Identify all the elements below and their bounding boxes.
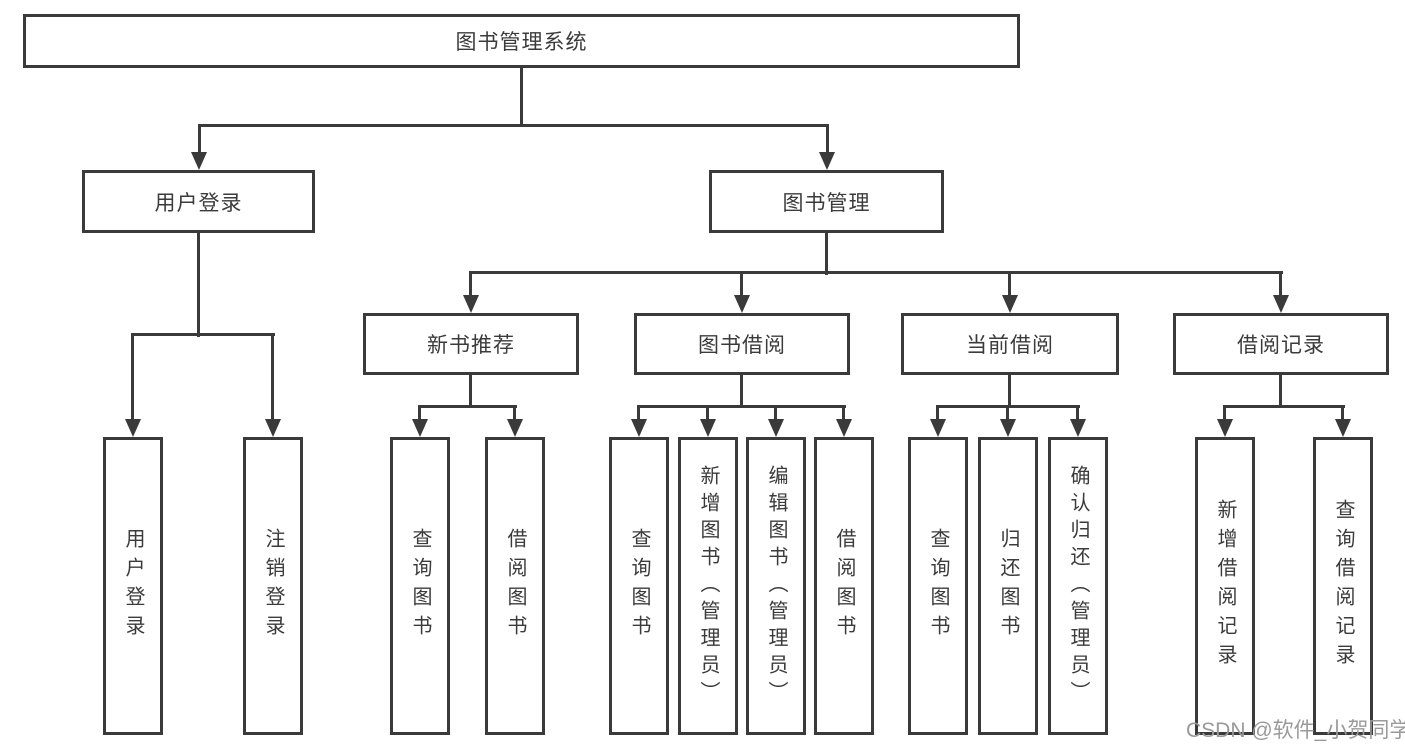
arrowhead-down-icon [631, 419, 647, 437]
arrowhead-down-icon [1070, 419, 1086, 437]
leaf-borrow-book-2: 借阅图书 [814, 437, 874, 735]
leaf-label: 查询借阅记录 [1332, 499, 1354, 673]
arrowhead-down-icon [507, 419, 523, 437]
node-label: 图书管理系统 [455, 31, 588, 54]
node-label: 用户登录 [154, 191, 243, 215]
node-book-management: 图书管理 [709, 170, 944, 233]
connector-line [1006, 405, 1009, 421]
arrowhead-down-icon [1002, 295, 1018, 313]
connector-line [842, 405, 845, 421]
connector-line [418, 405, 517, 408]
leaf-label: 新增图书（管理员） [697, 464, 719, 708]
connector-line [936, 405, 939, 421]
node-label: 图书管理 [782, 191, 871, 215]
leaf-label: 确认归还（管理员） [1067, 464, 1089, 708]
connector-line [1076, 405, 1079, 421]
connector-line [1223, 405, 1345, 408]
connector-line [520, 68, 523, 126]
arrowhead-down-icon [191, 152, 207, 170]
node-label: 借阅记录 [1237, 334, 1325, 357]
arrowhead-down-icon [930, 419, 946, 437]
node-current-borrowing: 当前借阅 [901, 313, 1119, 375]
leaf-label: 归还图书 [997, 528, 1019, 644]
csdn-watermark: CSDN @软件_小贺同学 [1186, 719, 1405, 742]
leaf-confirm-return-admin: 确认归还（管理员） [1048, 437, 1108, 735]
connector-line [1279, 271, 1282, 299]
leaf-label: 查询图书 [409, 528, 431, 644]
arrowhead-down-icon [265, 419, 281, 437]
leaf-user-login: 用户登录 [103, 437, 163, 735]
leaf-label: 查询图书 [927, 528, 949, 644]
connector-line [131, 333, 134, 421]
leaf-query-book-1: 查询图书 [390, 437, 450, 735]
leaf-label: 注销登录 [262, 528, 284, 644]
arrowhead-down-icon [1217, 419, 1233, 437]
connector-line [197, 233, 200, 337]
leaf-query-book-3: 查询图书 [908, 437, 968, 735]
connector-line [637, 405, 640, 421]
connector-line [740, 375, 743, 407]
connector-line [1341, 405, 1344, 421]
connector-line [198, 124, 201, 154]
leaf-label: 查询图书 [628, 528, 650, 644]
leaf-logout: 注销登录 [243, 437, 303, 735]
connector-line [826, 124, 829, 154]
leaf-label: 借阅图书 [504, 528, 526, 644]
connector-line [271, 333, 274, 421]
arrowhead-down-icon [836, 419, 852, 437]
node-borrowing-records: 借阅记录 [1173, 313, 1389, 375]
connector-line [469, 271, 1283, 274]
connector-line [1279, 375, 1282, 407]
leaf-borrow-book-1: 借阅图书 [485, 437, 545, 735]
connector-line [740, 271, 743, 299]
arrowhead-down-icon [734, 295, 750, 313]
node-label: 图书借阅 [698, 334, 786, 357]
arrowhead-down-icon [768, 419, 784, 437]
leaf-add-book-admin: 新增图书（管理员） [678, 437, 738, 735]
connector-line [513, 405, 516, 421]
arrowhead-down-icon [463, 295, 479, 313]
connector-line [774, 405, 777, 421]
node-label: 当前借阅 [966, 334, 1054, 357]
connector-line [706, 405, 709, 421]
node-book-borrowing: 图书借阅 [634, 313, 850, 375]
arrowhead-down-icon [1335, 419, 1351, 437]
arrowhead-down-icon [412, 419, 428, 437]
connector-line [637, 405, 846, 408]
leaf-add-borrow-record: 新增借阅记录 [1195, 437, 1255, 735]
connector-line [131, 333, 275, 336]
node-label: 新书推荐 [427, 334, 515, 357]
leaf-label: 用户登录 [122, 528, 144, 644]
arrowhead-down-icon [700, 419, 716, 437]
arrowhead-down-icon [1000, 419, 1016, 437]
leaf-query-book-2: 查询图书 [609, 437, 669, 735]
leaf-query-borrow-record: 查询借阅记录 [1313, 437, 1373, 735]
leaf-label: 新增借阅记录 [1214, 499, 1236, 673]
node-root-library-system: 图书管理系统 [23, 14, 1020, 68]
leaf-edit-book-admin: 编辑图书（管理员） [746, 437, 806, 735]
leaf-label: 编辑图书（管理员） [765, 464, 787, 708]
connector-line [1008, 271, 1011, 299]
connector-line [1223, 405, 1226, 421]
connector-line [198, 124, 829, 127]
arrowhead-down-icon [1273, 295, 1289, 313]
arrowhead-down-icon [819, 152, 835, 170]
connector-line [418, 405, 421, 421]
connector-line [469, 271, 472, 299]
arrowhead-down-icon [125, 419, 141, 437]
node-new-book-recommend: 新书推荐 [363, 313, 579, 375]
leaf-label: 借阅图书 [833, 528, 855, 644]
leaf-return-book: 归还图书 [978, 437, 1038, 735]
connector-line [825, 233, 828, 275]
node-user-login: 用户登录 [82, 170, 315, 233]
connector-line [469, 375, 472, 407]
connector-line [1008, 375, 1011, 407]
